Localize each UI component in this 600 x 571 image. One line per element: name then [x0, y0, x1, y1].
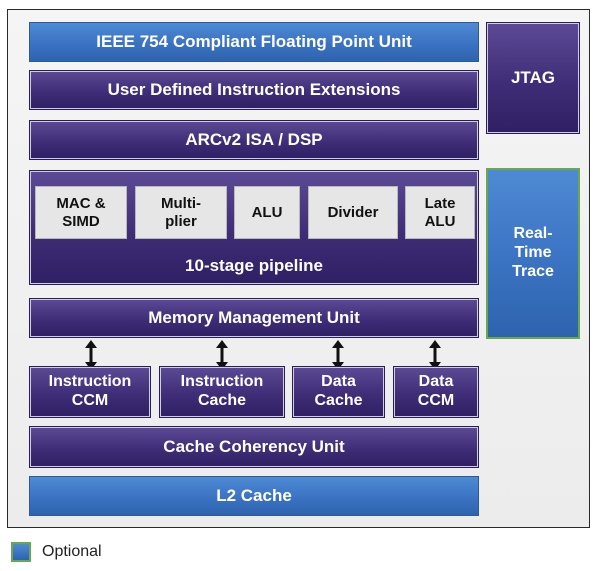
jtag-block: JTAG [486, 22, 580, 134]
pipeline-label: 10-stage pipeline [185, 255, 323, 275]
late-alu-unit: Late ALU [405, 186, 475, 239]
mac-simd-unit: MAC & SIMD [35, 186, 127, 239]
data-ccm-block: Data CCM [393, 366, 479, 418]
mmu-block: Memory Management Unit [29, 298, 479, 338]
l2-cache-block: L2 Cache [29, 476, 479, 516]
cache-coherency-block: Cache Coherency Unit [29, 426, 479, 468]
multiplier-unit: Multi- plier [135, 186, 227, 239]
data-cache-block: Data Cache [292, 366, 385, 418]
fpu-block: IEEE 754 Compliant Floating Point Unit [29, 22, 479, 62]
isa-block: ARCv2 ISA / DSP [29, 120, 479, 160]
optional-legend-label: Optional [42, 543, 102, 560]
udie-block: User Defined Instruction Extensions [29, 70, 479, 110]
optional-legend-swatch [11, 542, 31, 562]
divider-unit: Divider [308, 186, 398, 239]
real-time-trace-block: Real- Time Trace [486, 168, 580, 339]
alu-unit: ALU [234, 186, 300, 239]
instruction-ccm-block: Instruction CCM [29, 366, 151, 418]
instruction-cache-block: Instruction Cache [159, 366, 285, 418]
